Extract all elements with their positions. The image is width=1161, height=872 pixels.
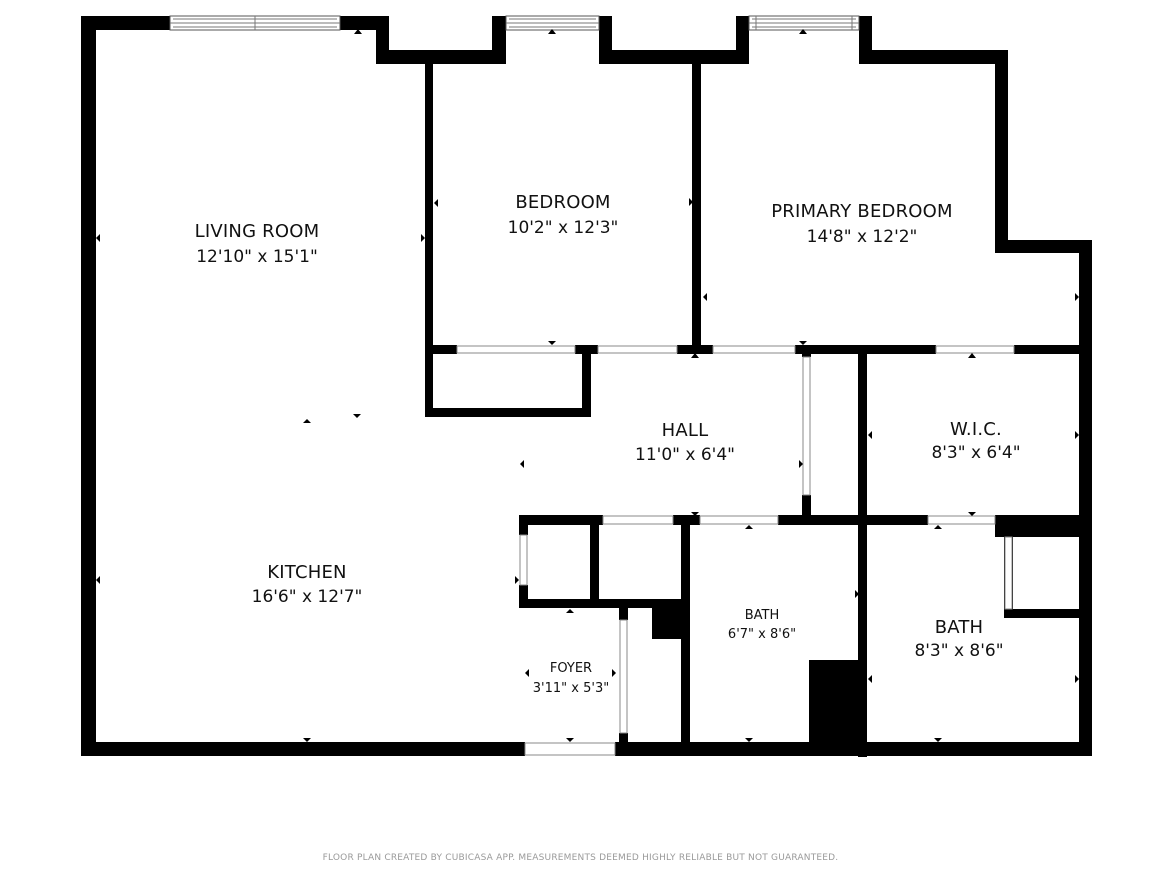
tick xyxy=(525,669,529,677)
bedroom-dims: 10'2" x 12'3" xyxy=(508,218,619,238)
tick xyxy=(515,576,519,584)
tick xyxy=(303,419,311,423)
window-living-room xyxy=(169,15,341,31)
tick xyxy=(434,199,438,207)
tick xyxy=(799,29,807,34)
bath-right-dims: 8'3" x 8'6" xyxy=(914,641,1003,661)
tick xyxy=(745,738,753,742)
foyer-name: FOYER xyxy=(550,661,592,676)
bedroom-name: BEDROOM xyxy=(515,192,610,213)
tick xyxy=(703,293,707,301)
tick xyxy=(799,460,803,468)
bath-right-name: BATH xyxy=(935,617,984,638)
tick xyxy=(745,525,753,529)
tick xyxy=(96,234,100,242)
windows xyxy=(169,15,860,31)
tick xyxy=(689,198,693,206)
tick xyxy=(691,353,699,358)
wic-dims: 8'3" x 6'4" xyxy=(931,443,1020,463)
primary-bedroom-name: PRIMARY BEDROOM xyxy=(771,201,953,222)
window-primary-bedroom xyxy=(748,15,860,31)
tick xyxy=(868,675,872,683)
tick xyxy=(868,431,872,439)
window-bedroom xyxy=(505,15,600,31)
tick xyxy=(566,609,574,613)
tick xyxy=(612,669,616,677)
bath-small-dims: 6'7" x 8'6" xyxy=(728,627,796,642)
bath-small-name: BATH xyxy=(745,608,780,623)
room-labels: LIVING ROOM 12'10" x 15'1" BEDROOM 10'2"… xyxy=(195,192,1021,696)
dimension-markers xyxy=(96,29,1079,742)
disclaimer-footer: FLOOR PLAN CREATED BY CUBICASA APP. MEAS… xyxy=(322,853,839,863)
wic-name: W.I.C. xyxy=(950,419,1002,440)
foyer-dims: 3'11" x 5'3" xyxy=(533,681,609,696)
tick xyxy=(691,512,699,516)
tick xyxy=(566,738,574,742)
walls xyxy=(81,16,1092,757)
hall-dims: 11'0" x 6'4" xyxy=(635,445,735,465)
tick xyxy=(96,576,100,584)
tick xyxy=(548,29,556,34)
tick xyxy=(1075,431,1079,439)
living-room-name: LIVING ROOM xyxy=(195,221,320,242)
tick xyxy=(968,353,976,358)
tick xyxy=(520,460,524,468)
kitchen-dims: 16'6" x 12'7" xyxy=(252,587,363,607)
tick xyxy=(421,234,425,242)
tick xyxy=(934,525,942,529)
tick xyxy=(855,590,859,598)
tick xyxy=(354,29,362,34)
tick xyxy=(1075,675,1079,683)
tick xyxy=(934,738,942,742)
tick xyxy=(303,738,311,742)
tick xyxy=(968,512,976,516)
doorways xyxy=(456,345,1015,756)
tick xyxy=(353,414,361,418)
kitchen-name: KITCHEN xyxy=(267,562,346,583)
tick xyxy=(799,341,807,345)
primary-bedroom-dims: 14'8" x 12'2" xyxy=(807,227,918,247)
living-room-dims: 12'10" x 15'1" xyxy=(196,247,318,267)
tick xyxy=(548,341,556,345)
hall-name: HALL xyxy=(662,420,709,441)
tick xyxy=(1075,293,1079,301)
